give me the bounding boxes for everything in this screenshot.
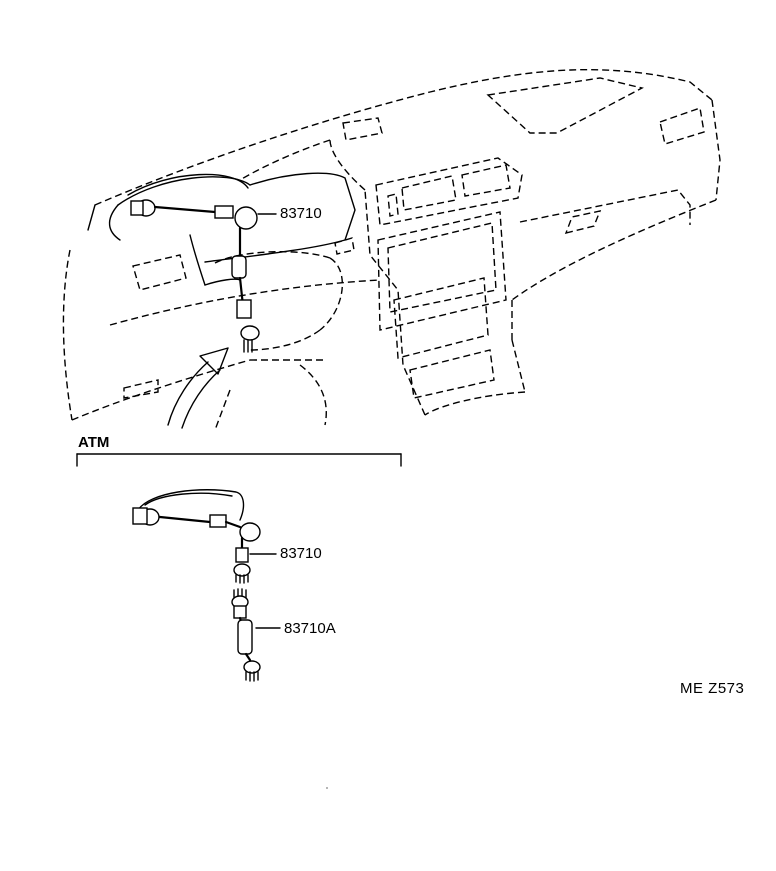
- section-title-atm: ATM: [78, 434, 110, 451]
- part-number-lower: 83710: [280, 545, 322, 562]
- atm-bracket: [76, 453, 402, 467]
- stray-dot: [326, 787, 328, 789]
- upper-speedometer-cable: [130, 199, 277, 353]
- instrument-cluster: [87, 172, 356, 286]
- atm-speedometer-cable: [132, 489, 281, 682]
- part-number-lower-a: 83710A: [284, 620, 336, 637]
- figure-code: ME Z573: [680, 680, 745, 697]
- part-number-upper: 83710: [280, 205, 322, 222]
- dashboard-outline: [62, 69, 721, 431]
- direction-arrow: [167, 347, 229, 429]
